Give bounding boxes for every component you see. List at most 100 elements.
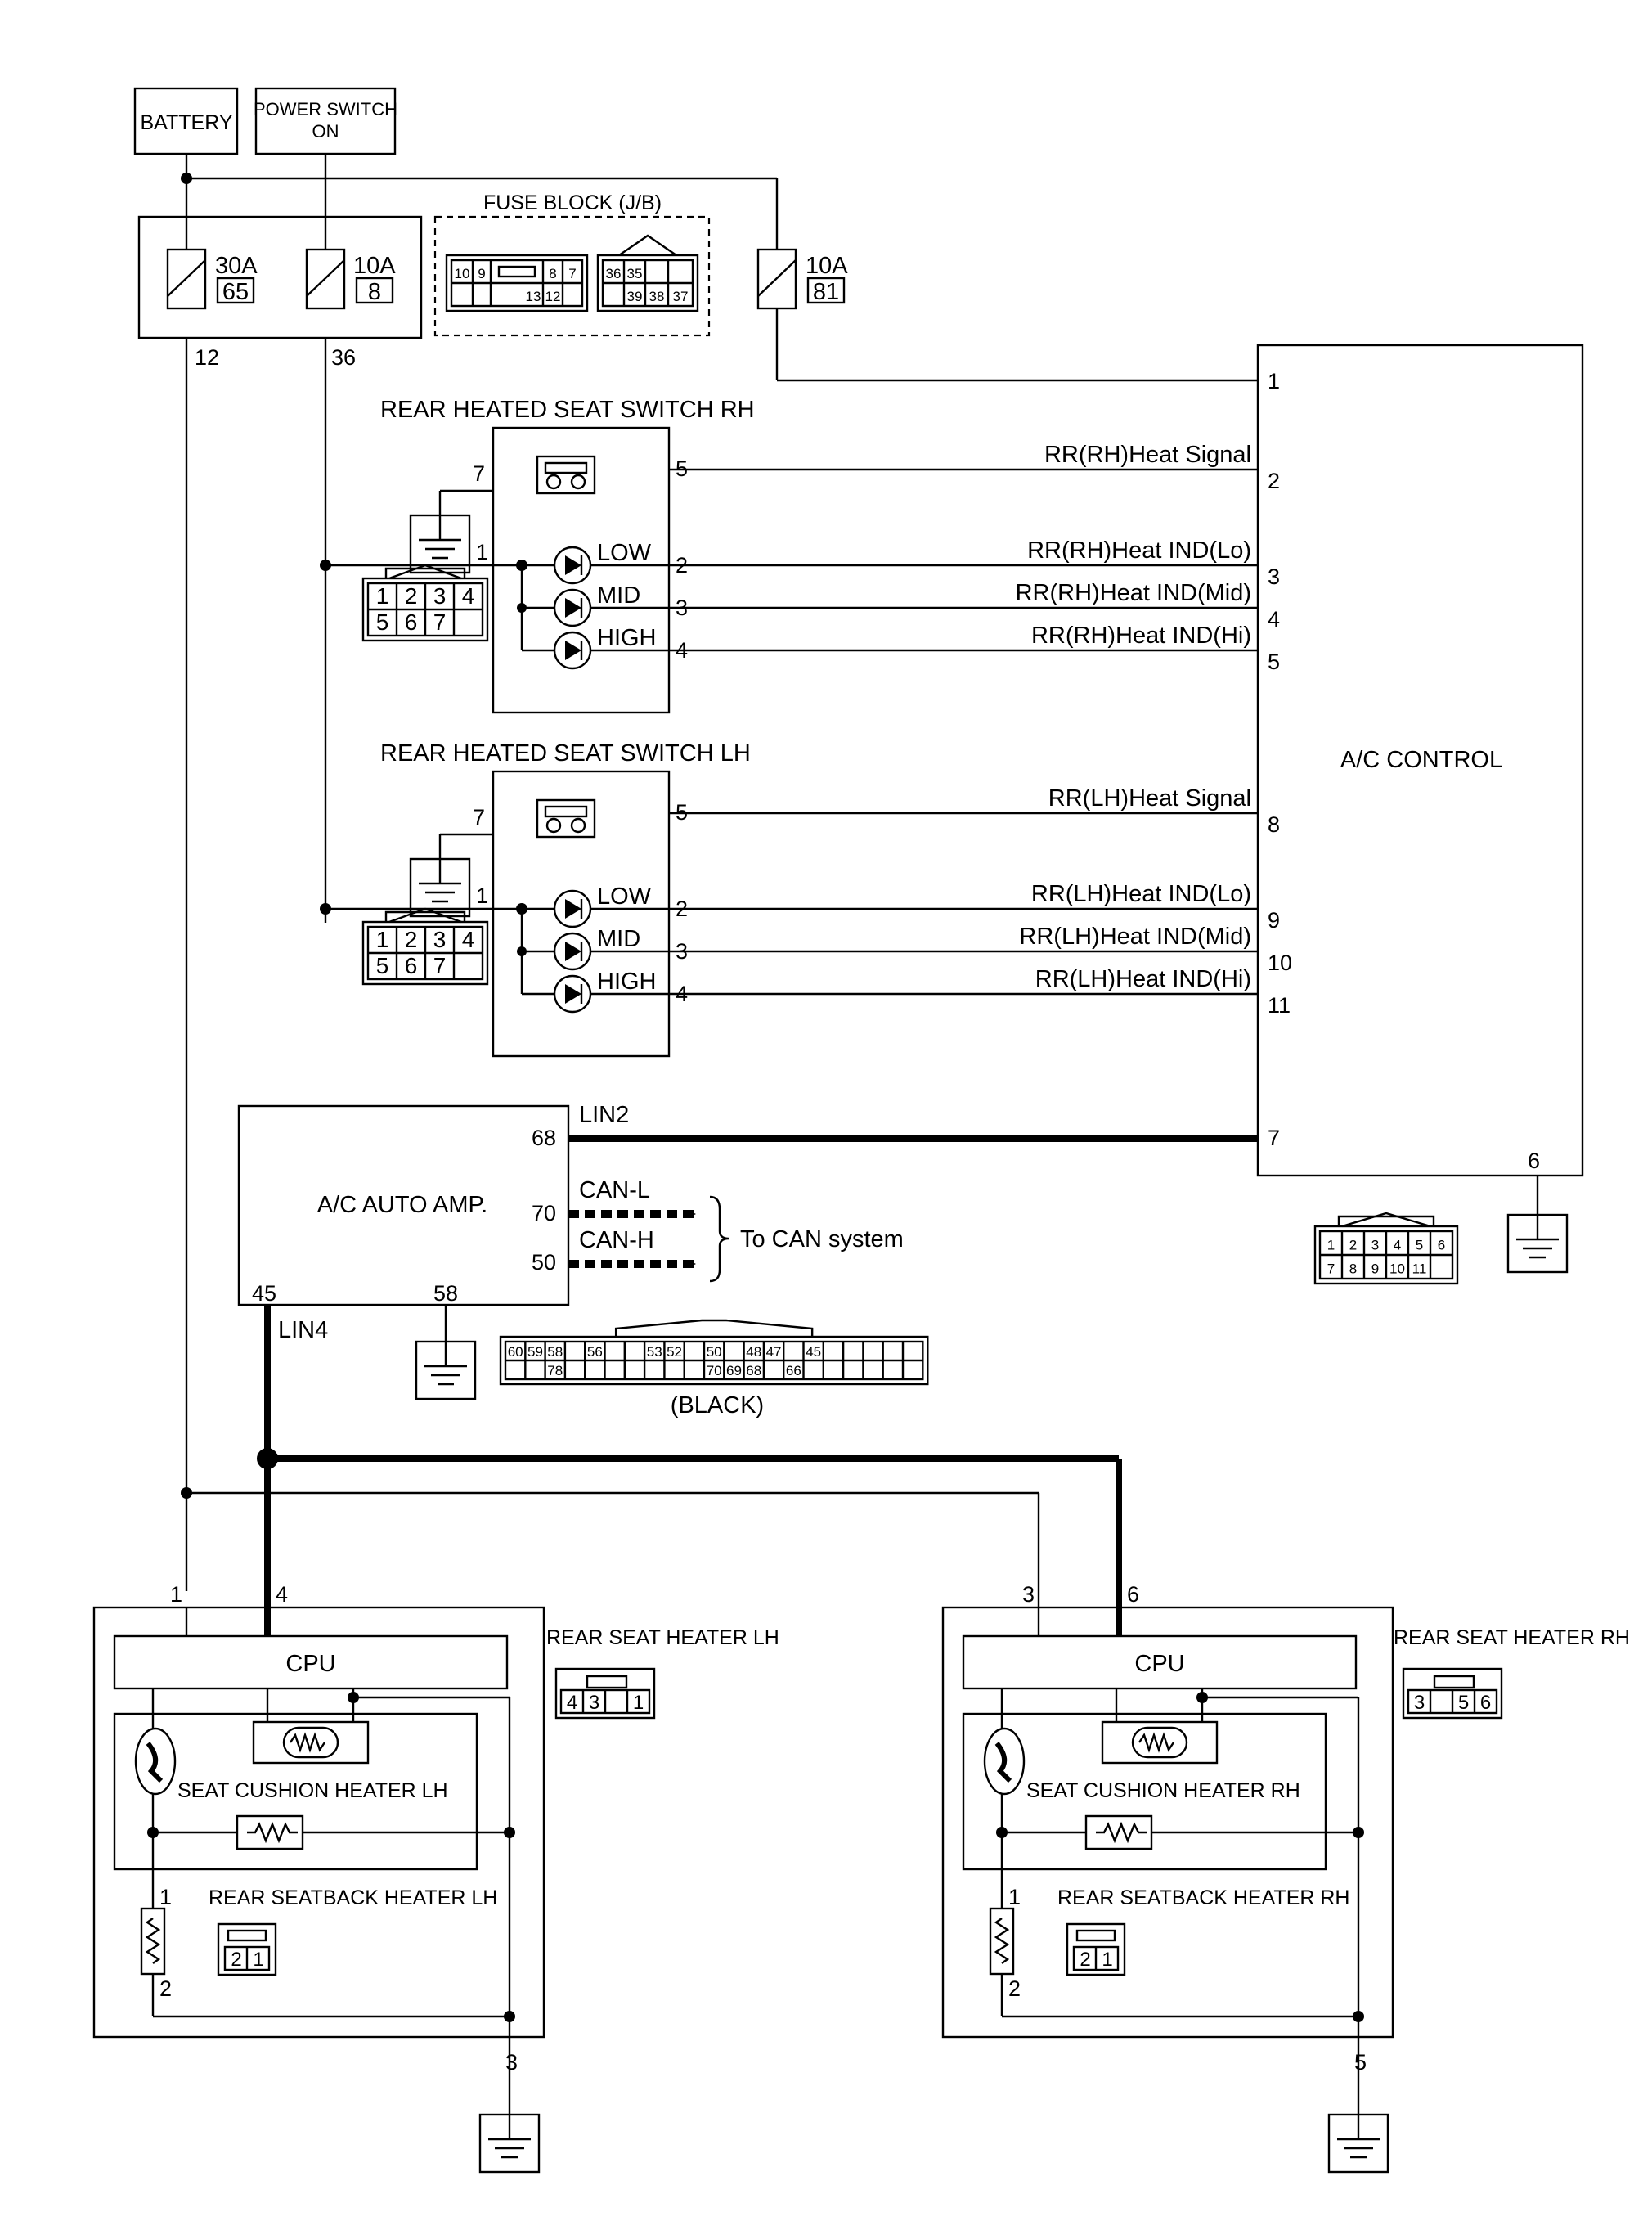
heater-pin-power: 3 <box>1022 1582 1035 1607</box>
lin2-label: LIN2 <box>579 1102 629 1128</box>
cushion-box <box>962 1712 1327 1871</box>
connector-pin-label: 8 <box>1349 1261 1357 1277</box>
connector-pin-label: 5 <box>376 609 389 635</box>
switch-supply-junction <box>320 903 331 915</box>
fb-a-pin: 9 <box>478 266 485 281</box>
connector-pin-label: 10 <box>1389 1261 1405 1277</box>
amp-conn-pin: 69 <box>726 1363 742 1378</box>
ac-ind-label: RR(LH)Heat IND(Mid) <box>1019 924 1251 950</box>
heater-ground-icon <box>1327 2113 1389 2174</box>
ac-signal-label: RR(LH)Heat Signal <box>1048 785 1251 812</box>
led-label: HIGH <box>597 625 657 651</box>
seatback-label: REAR SEATBACK HEATER RH <box>1057 1886 1349 1909</box>
heater-connector-key <box>1433 1675 1475 1689</box>
amp-conn-pin: 59 <box>527 1344 543 1360</box>
heater-pin-lin: 4 <box>276 1582 288 1607</box>
switch-pin-ground: 7 <box>473 805 485 830</box>
heater-pin-lin: 6 <box>1127 1582 1139 1607</box>
ac-pin: 11 <box>1268 993 1291 1018</box>
thermistor-icon <box>1131 1726 1188 1759</box>
connector-pin-label: 2 <box>405 927 418 952</box>
led-label: LOW <box>597 540 652 566</box>
thermistor-box <box>252 1720 370 1765</box>
cushion-resistor-zigzag <box>1096 1821 1147 1844</box>
switch-button-icon <box>536 455 596 495</box>
ac-control-title: A/C CONTROL <box>1340 747 1502 773</box>
heater-pin-power: 1 <box>170 1582 182 1607</box>
ac-pin: 8 <box>1268 812 1280 837</box>
power-switch-label-line2: ON <box>312 121 339 142</box>
thermostat-contact <box>146 1742 164 1783</box>
connector-latch <box>1341 1212 1431 1228</box>
can-brace <box>709 1195 730 1283</box>
switch-box <box>492 770 671 1058</box>
heater-box <box>92 1606 545 2039</box>
ac-ground <box>1506 1213 1569 1274</box>
ac-auto-amp: A/C AUTO AMP. 68 70 50 45 58 <box>237 1104 570 1306</box>
heater-conn-pin: 1 <box>633 1692 644 1714</box>
connector-pin-label: 5 <box>376 953 389 978</box>
heater-connector-key <box>586 1675 628 1689</box>
thermistor-zigzag <box>290 1732 325 1753</box>
ac-pin: 5 <box>1268 650 1280 674</box>
switch-title: REAR HEATED SEAT SWITCH RH <box>380 397 755 423</box>
fb-b-pin: 35 <box>627 266 643 281</box>
connector-pin-label: 3 <box>433 583 447 609</box>
thermostat-contact <box>994 1742 1012 1783</box>
switch-ground-icon <box>409 514 471 574</box>
cpu-label: CPU <box>285 1651 335 1677</box>
amp-conn-pin: 53 <box>647 1344 662 1360</box>
seatback-pin-bottom: 2 <box>159 1976 172 2001</box>
connector-pin-label: 2 <box>1349 1238 1357 1253</box>
seatback-connector-key <box>227 1929 267 1942</box>
amp-conn-pin: 52 <box>667 1344 682 1360</box>
connector-pin-label: 1 <box>1327 1238 1335 1253</box>
amp-ground-icon <box>415 1340 477 1400</box>
cpu-box <box>962 1634 1358 1690</box>
connector-pin-label: 3 <box>433 927 447 952</box>
switch-contact-icon <box>545 817 562 834</box>
battery-feed-pin: 12 <box>195 345 219 370</box>
switch-led-junction <box>517 946 527 956</box>
amp-pin-45: 45 <box>252 1281 276 1306</box>
seatback-pin-top: 1 <box>159 1885 172 1909</box>
seatback-pin-top: 1 <box>1008 1885 1021 1909</box>
connector-pin-label: 7 <box>1327 1261 1335 1277</box>
fb-b-pin: 38 <box>649 289 665 304</box>
fb-a-key <box>497 265 536 278</box>
connector-tab <box>1337 1215 1435 1226</box>
fuse-65: 30A 65 <box>166 248 258 310</box>
led-triangle <box>565 984 581 1004</box>
amp-conn-pin: 70 <box>707 1363 722 1378</box>
ac-ind-label: RR(LH)Heat IND(Hi) <box>1035 966 1251 992</box>
switch-contact-icon <box>570 817 586 834</box>
led-label: HIGH <box>597 969 657 995</box>
heater-pin-ground: 5 <box>1354 2050 1367 2075</box>
led-label: MID <box>597 582 640 609</box>
ac-pin: 3 <box>1268 564 1280 589</box>
ac-pin: 10 <box>1268 951 1292 975</box>
connector-pin-label: 1 <box>376 927 389 952</box>
cpu-label: CPU <box>1134 1651 1184 1677</box>
connector-pin-label: 6 <box>1438 1238 1445 1253</box>
fuse-81-number: 81 <box>813 279 839 305</box>
ac-ground-icon <box>1506 1213 1569 1274</box>
switch-pin-supply: 1 <box>476 540 488 564</box>
ac-ind-label: RR(RH)Heat IND(Lo) <box>1027 537 1251 564</box>
connector-pin-label: 7 <box>433 953 447 978</box>
switch-led-junction <box>517 560 527 570</box>
switch-contact-icon <box>545 474 562 490</box>
heater-conn-pin: 4 <box>567 1692 577 1714</box>
fb-a-pin: 10 <box>455 266 470 281</box>
battery-bus-wires <box>181 154 779 254</box>
connector-pin-label: 9 <box>1371 1261 1379 1277</box>
lin4-wire <box>257 1305 1122 1607</box>
ac-pin-1: 1 <box>1268 369 1280 393</box>
led-label: MID <box>597 926 640 952</box>
